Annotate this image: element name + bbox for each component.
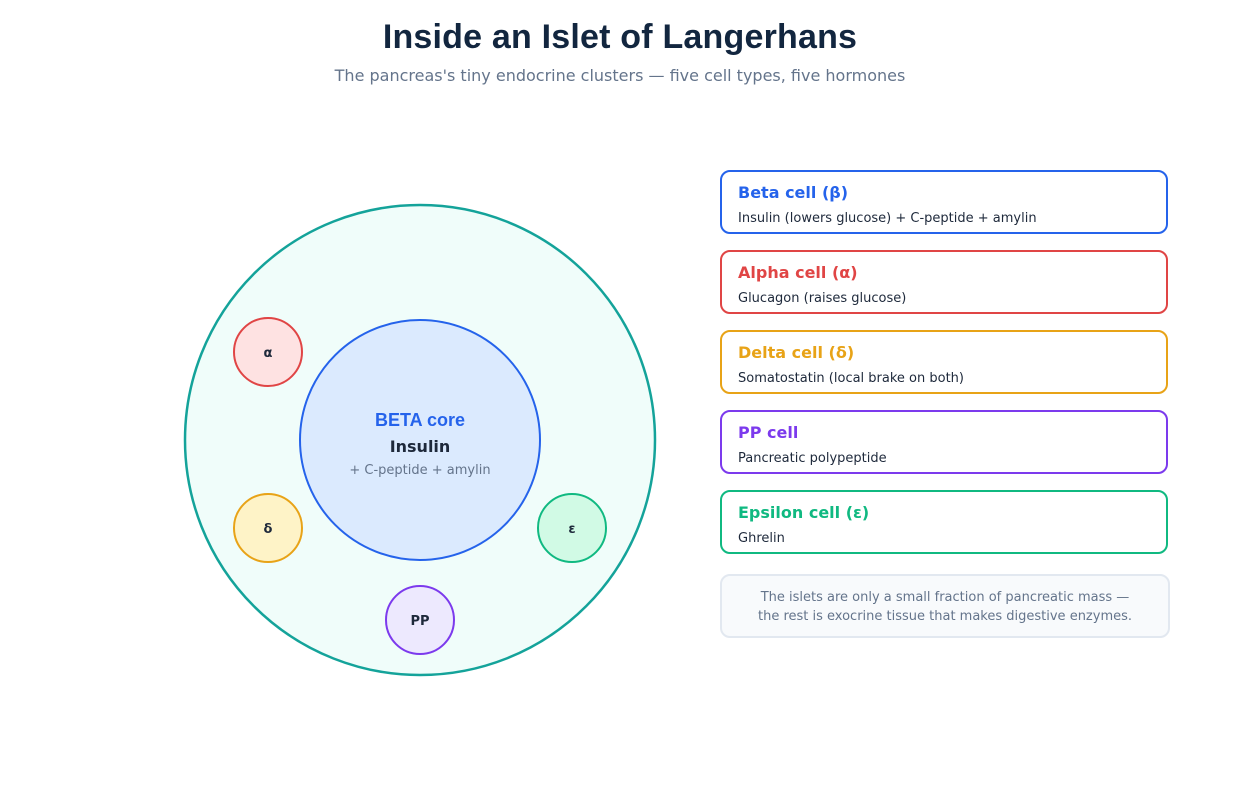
- alpha-cell: α: [233, 317, 303, 387]
- alpha-cell-circle: [233, 317, 303, 387]
- legend-card-title: Delta cell (δ): [738, 343, 855, 362]
- alpha-cell-symbol: α: [264, 346, 273, 361]
- delta-cell-circle: [233, 493, 303, 563]
- legend-card-desc: Ghrelin: [738, 531, 785, 546]
- legend-card-title: Epsilon cell (ε): [738, 503, 870, 522]
- legend-card-epsilon: Epsilon cell (ε) Ghrelin: [720, 490, 1168, 554]
- delta-cell: δ: [233, 493, 303, 563]
- legend-card-desc: Somatostatin (local brake on both): [738, 371, 964, 386]
- legend-card-desc: Glucagon (raises glucose): [738, 291, 907, 306]
- exocrine-note: The islets are only a small fraction of …: [720, 574, 1170, 638]
- beta-core-circle: [299, 319, 541, 561]
- legend-card-pp: PP cell Pancreatic polypeptide: [720, 410, 1168, 474]
- page-title: Inside an Islet of Langerhans: [382, 18, 858, 56]
- pp-cell-symbol: PP: [410, 614, 429, 629]
- legend-card-title: PP cell: [738, 423, 799, 442]
- legend-card-beta: Beta cell (β) Insulin (lowers glucose) +…: [720, 170, 1168, 234]
- legend-card-alpha: Alpha cell (α) Glucagon (raises glucose): [720, 250, 1168, 314]
- page-subtitle: The pancreas's tiny endocrine clusters —…: [334, 66, 906, 85]
- pp-cell: PP: [385, 585, 455, 655]
- epsilon-cell-circle: [537, 493, 607, 563]
- epsilon-cell-symbol: ε: [568, 522, 575, 537]
- epsilon-cell: ε: [537, 493, 607, 563]
- legend-card-desc: Pancreatic polypeptide: [738, 451, 887, 466]
- legend-card-desc: Insulin (lowers glucose) + C-peptide + a…: [738, 211, 1037, 226]
- beta-core-label: BETA core: [375, 410, 465, 430]
- beta-core-hormone: Insulin: [390, 437, 451, 456]
- legend-card-title: Beta cell (β): [738, 183, 849, 202]
- legend-card-delta: Delta cell (δ) Somatostatin (local brake…: [720, 330, 1168, 394]
- exocrine-note-line-2: the rest is exocrine tissue that makes d…: [757, 609, 1133, 624]
- delta-cell-symbol: δ: [264, 522, 273, 537]
- beta-core-extra: + C-peptide + amylin: [349, 463, 490, 478]
- legend-card-title: Alpha cell (α): [738, 263, 858, 282]
- pp-cell-circle: [385, 585, 455, 655]
- exocrine-note-line-1: The islets are only a small fraction of …: [760, 590, 1130, 605]
